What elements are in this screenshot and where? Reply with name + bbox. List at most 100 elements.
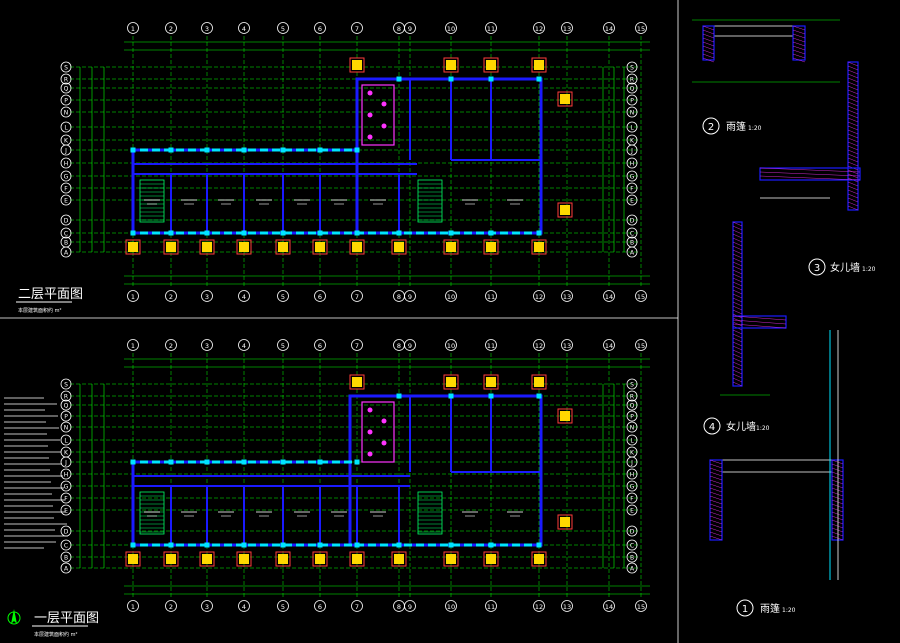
detail-3-section-hatch bbox=[759, 167, 861, 173]
plan-first-floor-grid-bubble-col bbox=[533, 339, 545, 351]
plan-first-floor-grid-bubble-row bbox=[60, 378, 72, 390]
plan-second-floor-pile-cap-outline bbox=[443, 57, 459, 73]
plan-first-floor-grid-bubble-col bbox=[561, 600, 573, 612]
plan-first-floor-grid-label-row: L bbox=[630, 438, 634, 445]
detail-1-section-hatch bbox=[709, 479, 723, 485]
plan-second-floor-grid-bubble-row bbox=[60, 121, 72, 133]
detail-1-section-hatch bbox=[831, 491, 844, 497]
plan-second-floor-grid-bubble-col bbox=[127, 290, 139, 302]
plan-second-floor-columns bbox=[125, 57, 573, 255]
plan-first-floor-grid-bubble-col bbox=[445, 600, 457, 612]
plan-first-floor-pile-cap bbox=[534, 554, 544, 564]
plan-second-floor-grid-bubble-row bbox=[626, 194, 638, 206]
detail-4-scale: 1:20 bbox=[756, 425, 770, 432]
plan-second-floor-grid-label-row: S bbox=[630, 65, 634, 72]
plan-second-floor-grid-bubble-row bbox=[60, 170, 72, 182]
plan-first-floor-grid-label-col: 1 bbox=[131, 603, 135, 611]
detail-1-section-hatch bbox=[709, 459, 723, 465]
plan-second-floor-pile-cap bbox=[446, 60, 456, 70]
plan-first-floor-pile-cap bbox=[486, 554, 496, 564]
detail-4-section-hatch bbox=[732, 233, 743, 239]
plan-second-floor-column bbox=[317, 147, 323, 153]
detail-3-section-hatch bbox=[847, 185, 859, 191]
plan-second-floor-grid-bubble-col bbox=[404, 22, 416, 34]
plan-second-floor-grid-label-row: E bbox=[64, 198, 68, 205]
detail-4-section-hatch bbox=[732, 245, 743, 251]
plan-first-floor-pile-cap-outline bbox=[312, 551, 328, 567]
plan-first-floor-column bbox=[354, 542, 360, 548]
detail-4-section-hatch bbox=[732, 333, 743, 339]
plan-second-floor-grid-label-col: 8 bbox=[397, 293, 401, 301]
detail-3-callout: 3 女儿墙 1:20 bbox=[808, 258, 876, 276]
detail-1-section-hatch bbox=[709, 483, 723, 489]
detail-1-callout: 1 雨篷 1:20 bbox=[736, 599, 796, 617]
plan-second-floor-pile-cap bbox=[352, 242, 362, 252]
plan-first-floor-column bbox=[241, 459, 247, 465]
detail-2-section-hatch bbox=[702, 25, 715, 31]
plan-second-floor-grid-label-col: 15 bbox=[637, 25, 645, 33]
plan-first-floor-pile-cap bbox=[486, 377, 496, 387]
plan-first-floor-grid-label-row: B bbox=[64, 555, 68, 562]
detail-3-section-hatch bbox=[847, 133, 859, 139]
plan-second-floor-grid-bubble-col bbox=[635, 290, 647, 302]
detail-1-section-hatch bbox=[831, 511, 844, 517]
detail-1-section-hatch bbox=[831, 535, 844, 541]
plan-second-floor-pile-cap bbox=[202, 242, 212, 252]
plan-first-floor-grid-bubble-col bbox=[277, 600, 289, 612]
detail-3-section-hatch bbox=[847, 201, 859, 207]
plan-second-floor-column bbox=[488, 76, 494, 82]
detail-3-section-hatch bbox=[847, 65, 859, 71]
plan-second-floor-pile-cap bbox=[352, 60, 362, 70]
detail-1-section-hatch bbox=[831, 527, 844, 533]
detail-4-section-hatch bbox=[732, 329, 743, 335]
detail-3-section-hatch bbox=[847, 81, 859, 87]
plan-first-floor-pile-cap-outline bbox=[483, 551, 499, 567]
detail-4-section-hatch bbox=[732, 321, 743, 327]
plan-first-floor-column bbox=[168, 459, 174, 465]
plan-first-floor-grid-label-row: Q bbox=[64, 403, 69, 410]
detail-2-title: 雨篷 bbox=[726, 120, 746, 133]
plan-second-floor-pile-cap-outline bbox=[199, 239, 215, 255]
plan-second-floor-grid-label-row: E bbox=[630, 198, 634, 205]
plan-second-floor-grid-label-col: 11 bbox=[487, 293, 495, 301]
plan-first-floor-pile-cap bbox=[202, 554, 212, 564]
plan-first-floor-grid-label-row: N bbox=[630, 425, 635, 432]
plan-first-floor-grid-label-col: 11 bbox=[487, 342, 495, 350]
plan-first-floor-pile-cap bbox=[446, 377, 456, 387]
plan-first-floor-column bbox=[396, 393, 402, 399]
plan-second-floor-grid-bubble-col bbox=[445, 290, 457, 302]
plan-second-floor-grid-label-row: L bbox=[630, 125, 634, 132]
detail-1-section-hatch bbox=[831, 503, 844, 509]
detail-3-section-hatch bbox=[847, 89, 859, 95]
plan-second-floor-grid-label-col: 5 bbox=[281, 25, 285, 33]
detail-1-section-hatch bbox=[831, 531, 844, 537]
plan-second-floor: 1122334455667788991010111112121313141415… bbox=[16, 22, 650, 314]
svg-text:1: 1 bbox=[742, 604, 748, 615]
plan-first-floor-pile-cap bbox=[239, 554, 249, 564]
plan-first-floor-grid-label-col: 6 bbox=[318, 603, 322, 611]
plan-second-floor-grid-bubble-col bbox=[351, 290, 363, 302]
plan-first-floor-grid-bubble-row bbox=[60, 551, 72, 563]
plan-first-floor-column bbox=[204, 542, 210, 548]
detail-3-section-hatch bbox=[847, 145, 859, 151]
detail-1-section-hatch bbox=[831, 459, 844, 465]
plan-first-floor-grid-bubble-col bbox=[351, 600, 363, 612]
plan-second-floor-grid-bubble-row bbox=[60, 227, 72, 239]
detail-1-section-hatch bbox=[831, 523, 844, 529]
plan-second-floor-grid-bubble-row bbox=[626, 227, 638, 239]
plan-first-floor-grid-bubble-row bbox=[60, 468, 72, 480]
plan-second-floor-grid-label-row: G bbox=[64, 174, 69, 181]
plan-first-floor-grid-label-col: 7 bbox=[355, 342, 359, 350]
plan-second-floor-toilet-fixture bbox=[367, 90, 373, 96]
plan-first-floor-grid-bubble-row bbox=[60, 434, 72, 446]
plan-second-floor-pile-cap-outline bbox=[349, 239, 365, 255]
plan-second-floor-subtitle: 本层建筑面积约 m² bbox=[18, 307, 61, 314]
detail-4-section bbox=[720, 221, 787, 396]
plan-second-floor-grid-label-row: K bbox=[630, 138, 635, 145]
plan-first-floor-pile-cap bbox=[352, 554, 362, 564]
plan-second-floor-pile-cap-outline bbox=[125, 239, 141, 255]
detail-4-section-hatch bbox=[732, 285, 743, 291]
plan-first-floor-grid-label-col: 13 bbox=[563, 603, 571, 611]
detail-4-section-hatch bbox=[732, 281, 743, 287]
detail-3-section-hatch bbox=[847, 121, 859, 127]
